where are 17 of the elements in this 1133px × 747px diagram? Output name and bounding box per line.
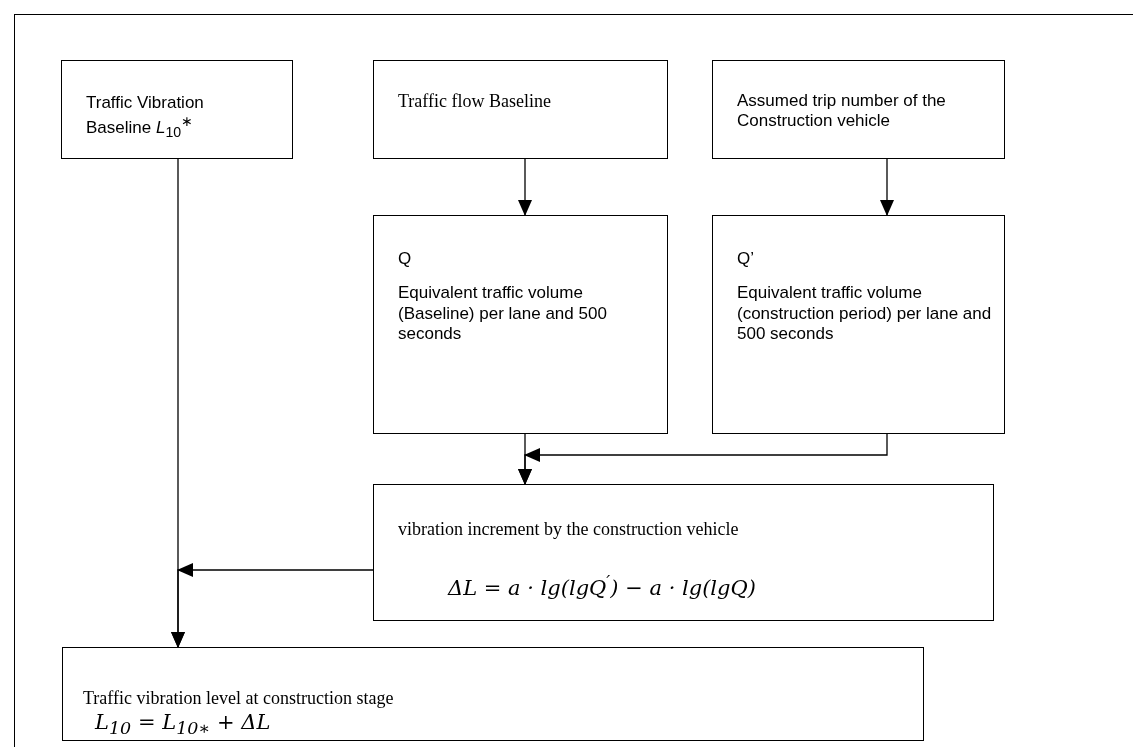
box-text: Traffic flow Baseline xyxy=(398,91,552,113)
box-text: Traffic vibration level at construction stage xyxy=(83,688,395,710)
symbol-label: Q’ xyxy=(737,249,755,270)
box-text: Equivalent traffic volume (Baseline) per lane and 500 seconds xyxy=(398,283,608,345)
process-box xyxy=(373,484,994,621)
box-text: Equivalent traffic volume (construction period) per lane and 500 seconds xyxy=(737,283,993,345)
process-box xyxy=(712,60,1005,159)
process-box xyxy=(61,60,293,159)
box-text: vibration increment by the construction vehicle xyxy=(398,519,740,541)
symbol-label: Q xyxy=(398,249,413,270)
formula: L$_{10}$ = L$_{10∗}$ + ΔL xyxy=(95,709,272,739)
process-box xyxy=(373,215,668,434)
process-box xyxy=(712,215,1005,434)
process-box xyxy=(373,60,668,159)
box-text: Assumed trip number of the Construction vehicle xyxy=(737,91,947,132)
formula: ΔL = a · lg(lgQ$^{′}$) − a · lg(lgQ) xyxy=(448,570,757,601)
process-box xyxy=(62,647,924,741)
